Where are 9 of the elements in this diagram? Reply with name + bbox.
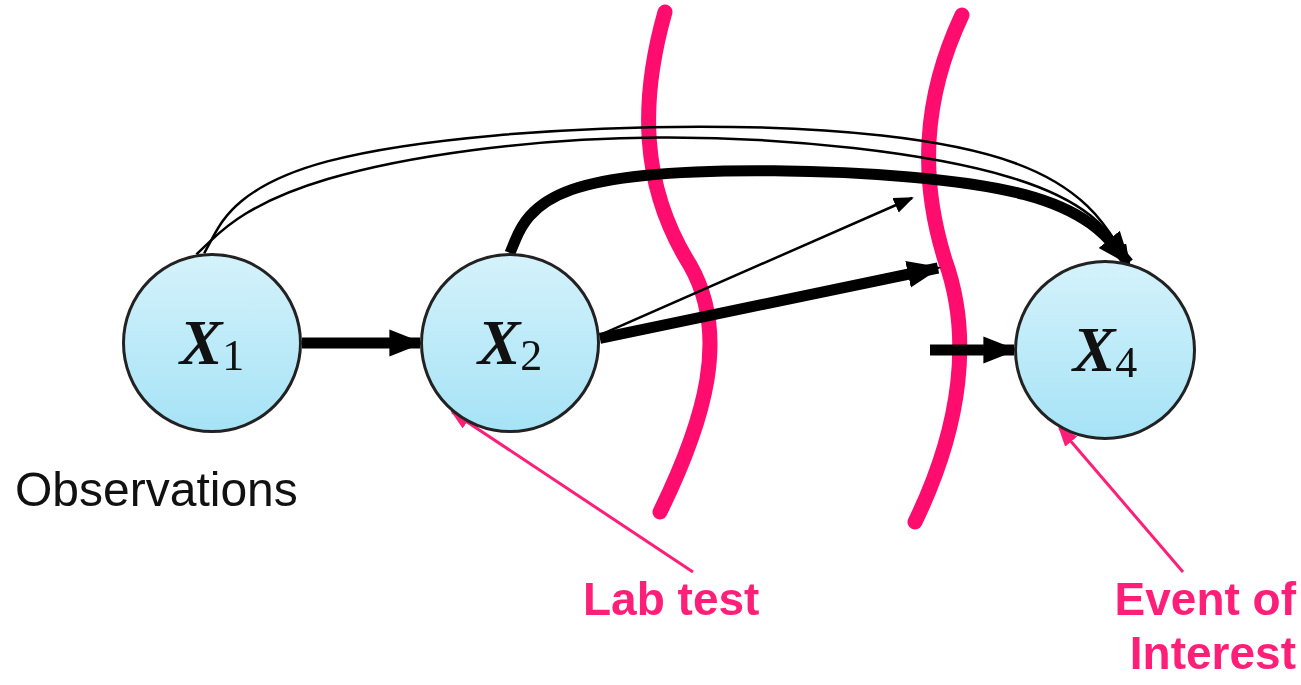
variable-label: X$_{1}$ xyxy=(179,305,245,381)
leader-line xyxy=(450,410,694,574)
arrow xyxy=(598,260,942,344)
leader-line xyxy=(1058,426,1185,573)
callout-label: Event of Interest xyxy=(1113,572,1296,680)
callout-label: Lab test xyxy=(583,572,761,626)
variable-label: X$_{4}$ xyxy=(1072,312,1138,388)
variable-label: X$_{2}$ xyxy=(477,305,543,381)
node-label: Observations xyxy=(15,462,298,517)
